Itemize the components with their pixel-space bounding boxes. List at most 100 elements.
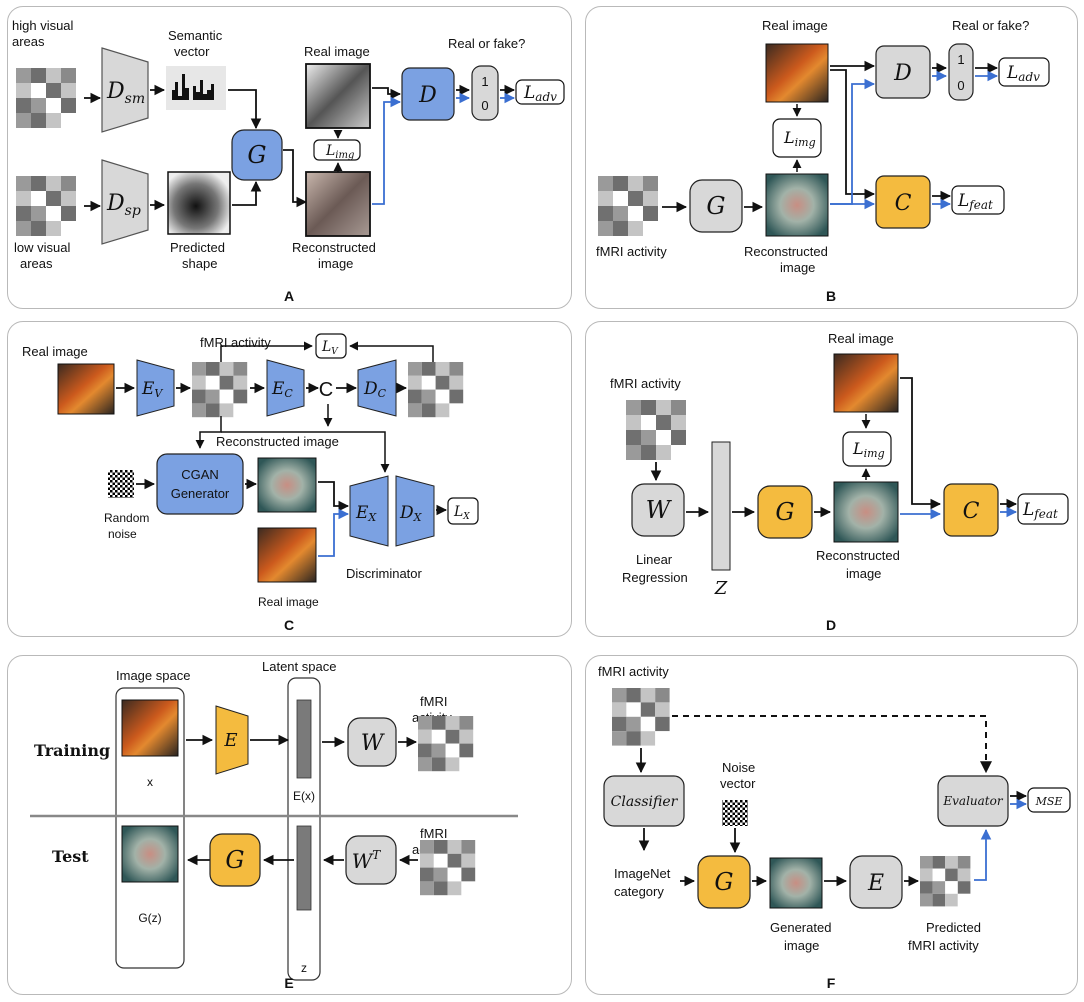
panel-letter-d: D — [826, 617, 836, 633]
reconstructed-label-1: Reconstructed — [292, 240, 376, 255]
reconstructed-image — [257, 457, 317, 513]
limg-label: Limg — [325, 143, 354, 161]
arrow — [830, 69, 876, 200]
limg-loss-box — [842, 431, 892, 467]
latent-z-label: Z — [714, 578, 728, 599]
real-image-label: Real image — [828, 331, 894, 346]
linear-w-box — [631, 483, 685, 537]
latent-z-bar — [711, 441, 731, 571]
bit-top: 1 — [957, 52, 964, 67]
encoder-e-box — [849, 855, 903, 909]
predicted-shape-label-1: Predicted — [170, 240, 225, 255]
real-or-fake-label: Real or fake? — [952, 18, 1029, 33]
dsp-label: Dsp — [106, 191, 141, 219]
reconstructed-label-2: image — [780, 260, 815, 275]
bit-top: 1 — [481, 74, 488, 89]
lfeat-label: Lfeat — [1022, 500, 1058, 521]
output-bit-box — [471, 65, 499, 121]
lfeat-loss-box — [1017, 493, 1069, 525]
semantic-vector-bars — [172, 74, 220, 100]
ec-encoder-shape — [266, 359, 305, 417]
fmri-grid — [598, 176, 658, 236]
predicted-label-1: Predicted — [926, 920, 981, 935]
dsp-decoder-shape — [101, 159, 149, 245]
fmri-top-label-1: fMRI — [420, 694, 447, 709]
limg-label: Limg — [783, 128, 816, 149]
generated-image-gz — [121, 825, 179, 883]
arrow — [349, 341, 434, 362]
discriminator-label: Discriminator — [346, 566, 423, 581]
x-label: x — [147, 775, 153, 789]
fmri-bottom-label-1: fMRI — [420, 826, 447, 841]
bit-bottom: 0 — [957, 78, 964, 93]
limg-label: Limg — [852, 439, 885, 460]
panel-letter-c: C — [284, 617, 294, 633]
latent-space-label: Latent space — [262, 659, 336, 674]
limg-loss-box — [772, 118, 822, 158]
fmri-grid-high — [16, 68, 76, 128]
ladv-loss-box — [515, 79, 565, 105]
reconstructed-image — [765, 173, 829, 237]
panel-d — [585, 321, 1078, 637]
random-noise-label-2: noise — [108, 527, 137, 541]
linear-regression-label-1: Linear — [636, 552, 673, 567]
arrow-blue — [318, 508, 350, 557]
generator-g-box — [231, 129, 283, 181]
generator-g-box — [689, 179, 743, 233]
arrow — [283, 149, 308, 208]
mse-label: MSE — [1035, 795, 1063, 808]
input-image-x — [121, 699, 179, 757]
arrow — [232, 180, 262, 206]
mapping-wt-label: WT — [352, 848, 382, 873]
semantic-vector-label-2: vector — [174, 44, 210, 59]
fmri-label: fMRI activity — [610, 376, 681, 391]
reconstructed-image — [833, 481, 899, 543]
predicted-label-2: fMRI activity — [908, 938, 979, 953]
z-label: z — [301, 961, 307, 975]
generator-g-label: G — [706, 192, 725, 220]
arrow — [220, 341, 313, 362]
discriminator-d-box — [401, 67, 455, 121]
mapping-w-box — [347, 717, 397, 767]
encoder-e-shape — [215, 705, 249, 775]
mse-loss-box — [1027, 787, 1071, 813]
reconstructed-label-2: image — [318, 256, 353, 271]
limg-loss-box — [313, 139, 361, 161]
real-image-label: Real image — [762, 18, 828, 33]
lx-loss-box — [447, 497, 479, 525]
real-image-label: Real image — [304, 44, 370, 59]
classifier-label: Classifier — [611, 794, 679, 810]
fmri-label: fMRI activity — [200, 335, 271, 350]
ex-encoder-shape — [349, 475, 389, 547]
reconstructed-label: Reconstructed image — [216, 434, 339, 449]
dc-label: DC — [363, 379, 387, 400]
lfeat-loss-box — [951, 185, 1005, 215]
arrow-blue — [372, 96, 402, 205]
panel-a-content: high visual areas Dsm Semantic vector Ds… — [12, 18, 565, 304]
discriminator-d-label: D — [418, 83, 437, 108]
latent-c-symbol: C — [319, 379, 333, 401]
bit-bottom: 0 — [481, 98, 488, 113]
panel-c-content: Real image EV fMRI activity EC C DC LV R… — [22, 333, 479, 633]
random-noise-label-1: Random — [104, 511, 149, 525]
panel-a — [7, 6, 572, 309]
ev-label: EV — [141, 379, 163, 400]
gz-label: G(z) — [138, 911, 161, 925]
real-image-fish — [833, 353, 899, 413]
dx-label: DX — [399, 503, 423, 524]
noise-label-2: vector — [720, 776, 756, 791]
ex-label: EX — [355, 503, 377, 524]
generator-g-box — [209, 833, 261, 887]
ev-encoder-shape — [136, 359, 175, 417]
random-noise-image — [108, 470, 134, 498]
classifier-box — [603, 775, 685, 827]
classifier-c-label: C — [895, 191, 912, 216]
generator-g-label: G — [247, 141, 266, 169]
ladv-label: Ladv — [523, 83, 557, 104]
linear-w-label: W — [646, 496, 673, 524]
arrow — [372, 87, 402, 100]
encoder-e-label: E — [867, 871, 884, 896]
fmri-grid-reconstructed — [408, 362, 464, 418]
arrow — [195, 416, 222, 449]
